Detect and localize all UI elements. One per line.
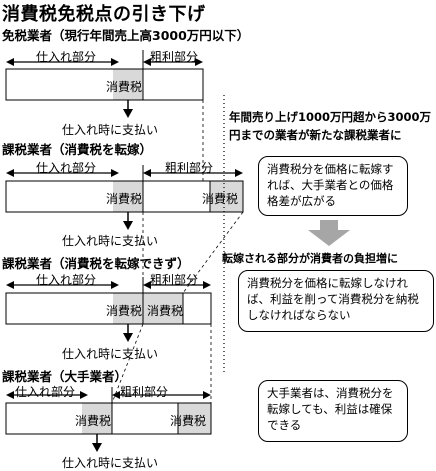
callout-large-business: 大手業者は、消費税分を転嫁しても、利益は確保できる	[258, 380, 408, 442]
label-purchase-exempt: 仕入れ部分	[36, 50, 97, 64]
down-arrow-large-business	[92, 434, 102, 452]
span-arrow-purchase-pass-through	[6, 169, 119, 177]
span-arrow-margin-pass-through	[143, 169, 243, 177]
callout-price-gap: 消費税分を価格に転嫁すれば、大手業者との価格格差が広がる	[258, 156, 408, 216]
page-title: 消費税免税点の引き下げ	[2, 4, 206, 25]
down-arrow-no-pass-through	[123, 324, 133, 342]
note-new-taxpayers: 年間売り上げ1000万円超から3000万円までの業者が新たな課税業者に	[229, 110, 432, 142]
big-down-arrow-icon	[308, 220, 350, 246]
callout-absorb-tax: 消費税分を価格に転嫁しなければ、利益を削って消費税分を納税しなければならない	[238, 270, 434, 332]
label-purchase-large-business: 仕入れ部分	[15, 385, 76, 399]
span-arrow-purchase-large-business	[6, 391, 88, 399]
label-tax-exempt: 消費税	[106, 80, 143, 94]
label-tax2-pass-through: 消費税	[202, 192, 239, 206]
label-payment-exempt: 仕入れ時に支払い	[62, 123, 159, 137]
span-arrow-margin-no-pass-through	[143, 281, 211, 289]
note-consumer-burden: 転嫁される部分が消費者の負担増に	[222, 252, 398, 265]
label-margin-exempt: 粗利部分	[150, 50, 199, 64]
label-purchase-no-pass-through: 仕入れ部分	[36, 273, 97, 287]
label-margin-no-pass-through: 粗利部分	[150, 273, 199, 287]
bar-no-pass-through	[5, 277, 212, 325]
label-payment-large-business: 仕入れ時に支払い	[62, 456, 159, 470]
label-margin-pass-through: 粗利部分	[165, 161, 214, 175]
section-title-large-business: 課税業者（大手業者）	[2, 369, 128, 384]
dashed-guides	[111, 100, 244, 404]
label-tax-pass-through: 消費税	[106, 192, 143, 206]
span-arrow-margin-exempt	[143, 58, 203, 66]
bar-exempt	[5, 50, 204, 101]
label-payment-no-pass-through: 仕入れ時に支払い	[62, 347, 159, 361]
down-arrow-exempt	[123, 100, 133, 118]
span-arrow-purchase-exempt	[6, 58, 119, 66]
bar-large-business	[5, 387, 212, 435]
label-tax-large-business: 消費税	[75, 414, 112, 428]
span-arrow-margin-large-business	[112, 391, 211, 399]
span-arrow-purchase-no-pass-through	[6, 281, 119, 289]
label-tax2-no-pass-through: 消費税	[147, 304, 184, 318]
label-margin-large-business: 粗利部分	[120, 385, 169, 399]
label-purchase-pass-through: 仕入れ部分	[36, 161, 97, 175]
down-arrow-pass-through	[123, 212, 133, 230]
section-title-pass-through: 課税業者（消費税を転嫁）	[2, 142, 153, 157]
bar-pass-through	[5, 165, 244, 213]
label-tax2-large-business: 消費税	[170, 414, 207, 428]
label-tax-no-pass-through: 消費税	[106, 304, 143, 318]
label-payment-pass-through: 仕入れ時に支払い	[62, 234, 159, 248]
section-title-exempt: 免税業者（現行年間売上高3000万円以下）	[2, 28, 250, 43]
